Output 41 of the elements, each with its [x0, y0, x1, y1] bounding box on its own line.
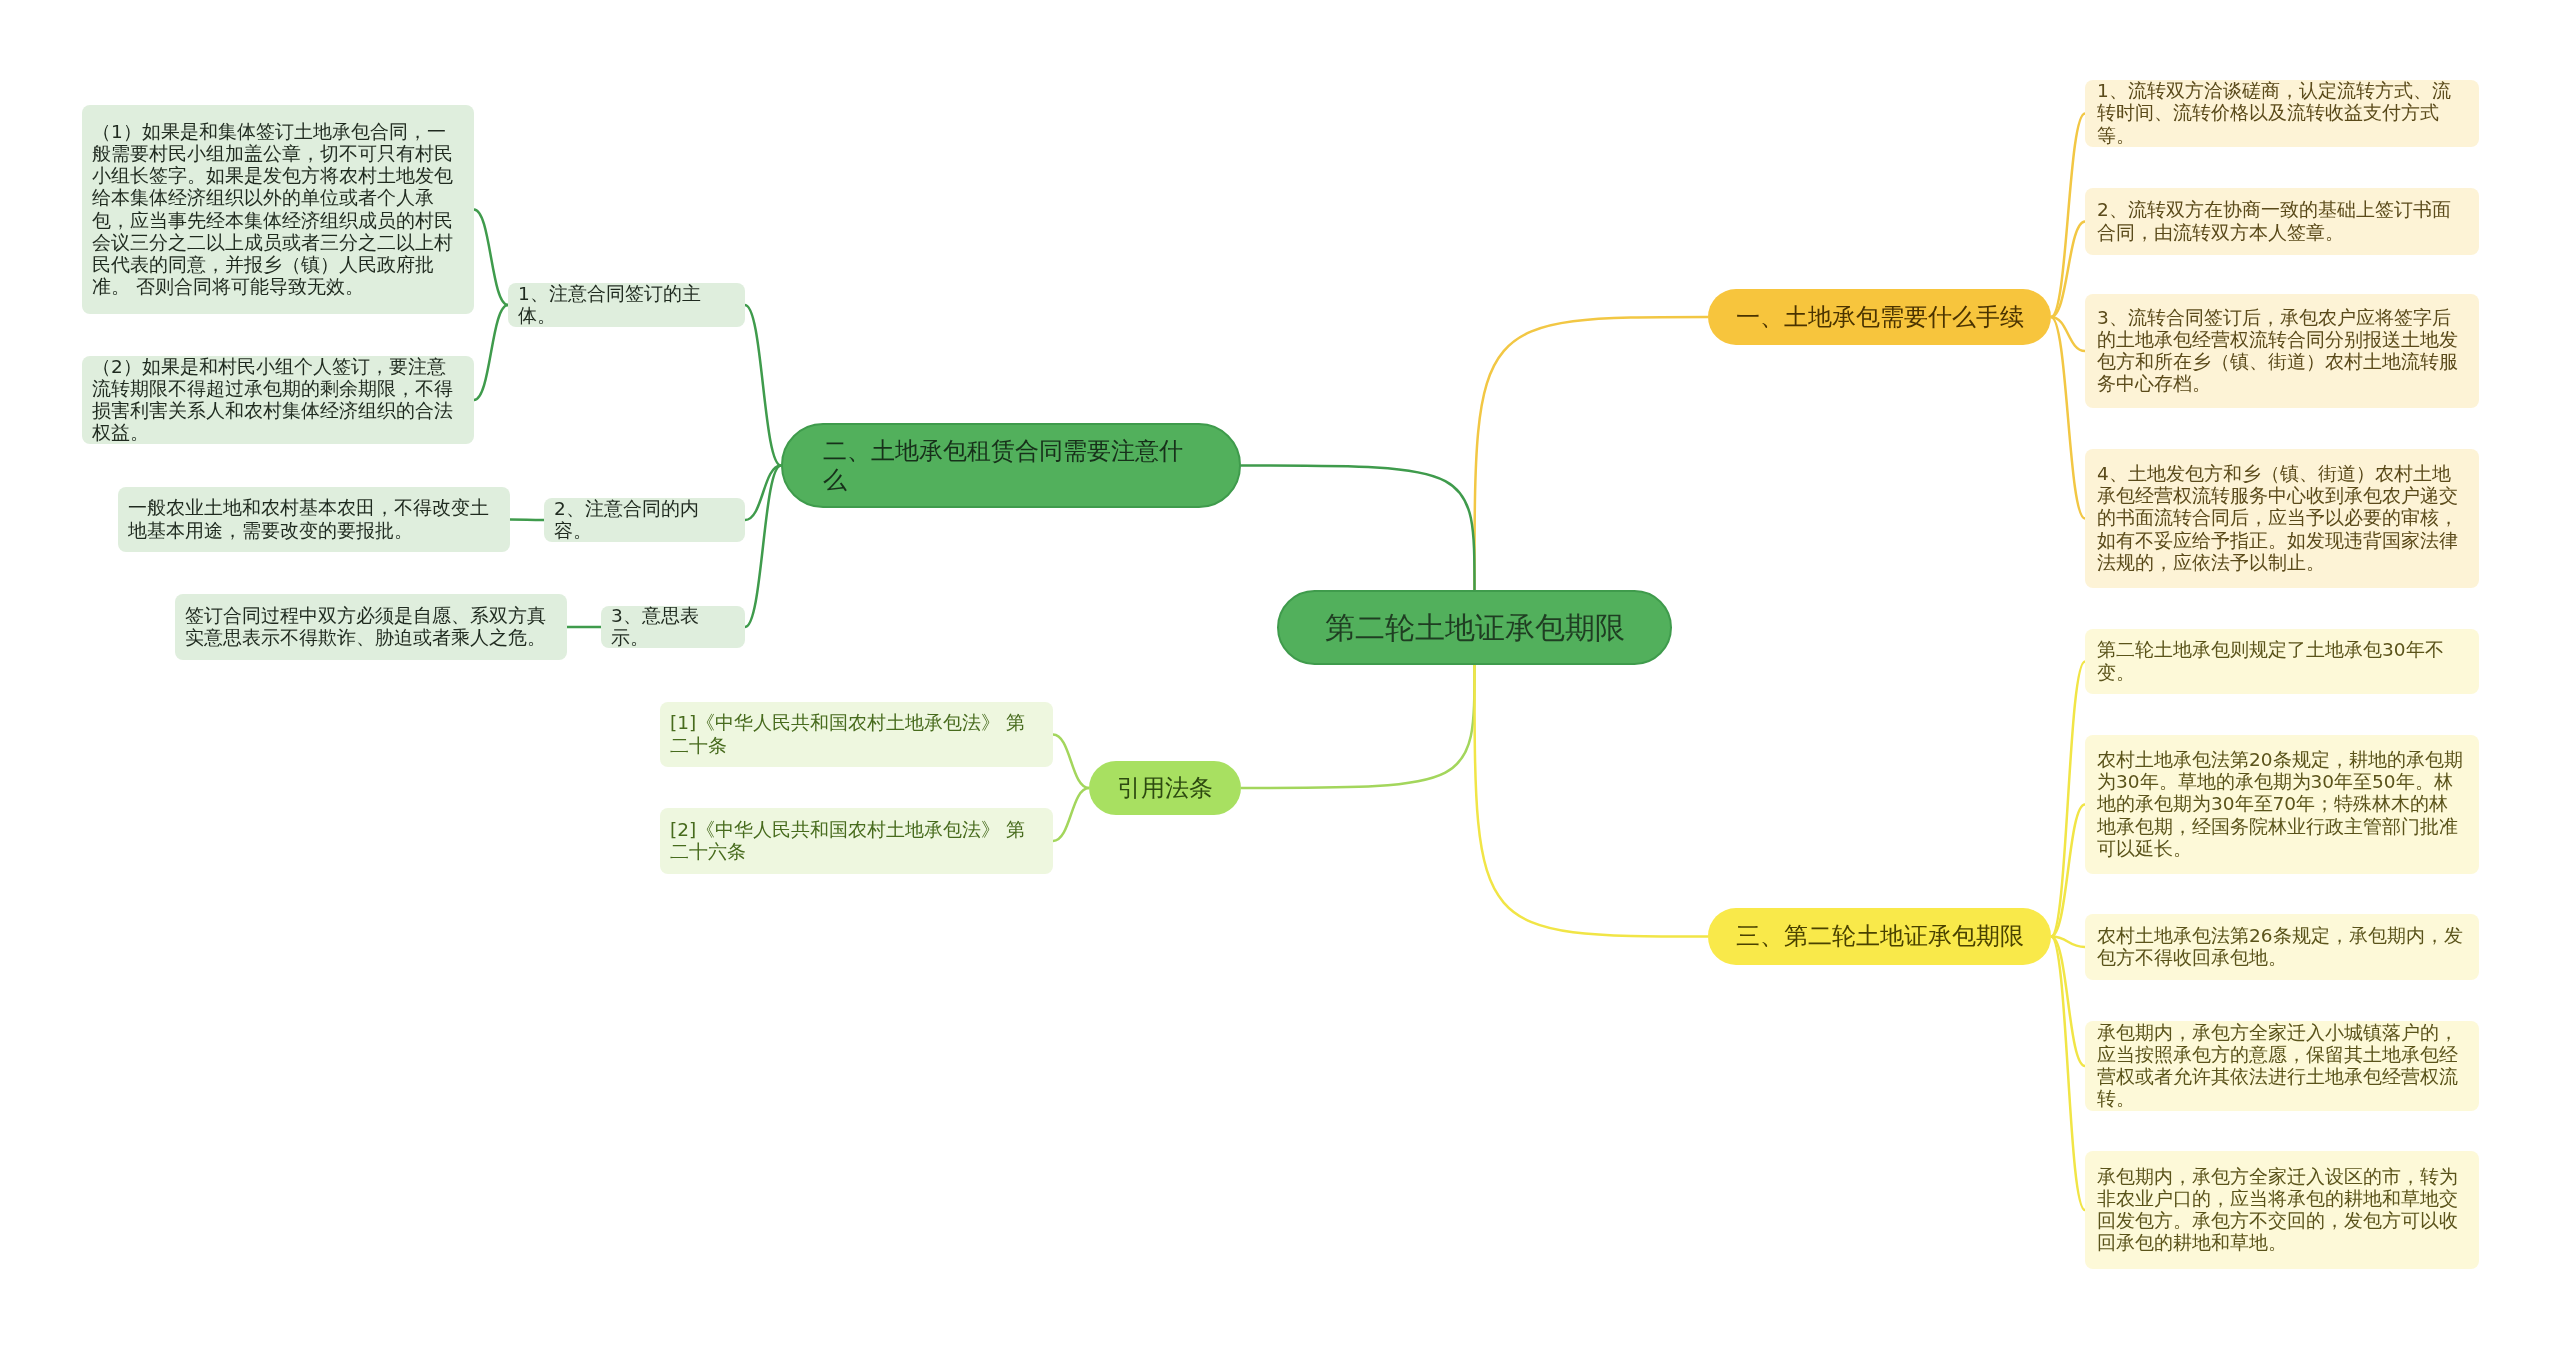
text-card: 承包期内，承包方全家迁入小城镇落户的，应当按照承包方的意愿，保留其土地承包经营权或者允许其依法进行土地承包经营权流转。 [2085, 1021, 2479, 1111]
text-card: 第二轮土地承包则规定了土地承包30年不变。 [2085, 629, 2479, 694]
text-card: 2、注意合同的内容。 [544, 498, 745, 542]
connector-line [510, 518, 544, 522]
text-card: （2）如果是和村民小组个人签订，要注意流转期限不得超过承包期的剩余期限，不得损害利害关系人和农村集体经济组织的合法权益。 [82, 356, 474, 444]
connector-line [2050, 935, 2086, 1211]
connector-line [1473, 665, 1708, 938]
connector-line [2050, 935, 2086, 1068]
connector-line [1241, 464, 1476, 590]
text-card: 一般农业土地和农村基本农田，不得改变土地基本用途，需要改变的要报批。 [118, 487, 510, 552]
connector-line [473, 303, 509, 402]
topic-box: 二、土地承包租赁合同需要注意什么 [781, 423, 1241, 508]
text-card: 4、土地发包方和乡（镇、街道）农村土地承包经营权流转服务中心收到承包农户递交的书面流转合同后，应当予以必要的审核，如有不妥应给予指正。如发现违背国家法律法规的，应依法予以制止。 [2085, 449, 2479, 588]
text-card: [2]《中华人民共和国农村土地承包法》 第二十六条 [660, 808, 1053, 874]
text-card: [1]《中华人民共和国农村土地承包法》 第二十条 [660, 702, 1053, 767]
topic-box: 一、土地承包需要什么手续 [1708, 289, 2051, 345]
topic-box: 引用法条 [1089, 761, 1241, 815]
text-card: （1）如果是和集体签订土地承包合同，一般需要村民小组加盖公章，切不可只有村民小组长签字。如果是发包方将农村土地发包给本集体经济组织以外的单位或者个人承包，应当事先经本集体经济组织成员的村民会议三分之二以上成员或者三分之二以上村民代表的同意，并报乡（镇）人民政府批准。 否则合同将可能导致无效。 [82, 105, 474, 314]
connector-line [2050, 316, 2086, 520]
text-card: 3、流转合同签订后，承包农户应将签字后的土地承包经营权流转合同分别报送土地发包方和所在乡（镇、街道）农村土地流转服务中心存档。 [2085, 294, 2479, 408]
connector-line [2050, 660, 2086, 938]
text-card: 1、流转双方洽谈磋商，认定流转方式、流转时间、流转价格以及流转收益支付方式等。 [2085, 80, 2479, 147]
connector-line [473, 208, 509, 307]
text-card: 承包期内，承包方全家迁入设区的市，转为非农业户口的，应当将承包的耕地和草地交回发包方。承包方不交回的，发包方可以收回承包的耕地和草地。 [2085, 1151, 2479, 1269]
connector-line [1052, 733, 1090, 790]
text-card: 2、流转双方在协商一致的基础上签订书面合同，由流转双方本人签章。 [2085, 188, 2479, 255]
text-card: 农村土地承包法第20条规定，耕地的承包期为30年。草地的承包期为30年至50年。林地的承包期为30年至70年；特殊林木的林地承包期，经国务院林业行政主管部门批准可以延长。 [2085, 735, 2479, 874]
connector-line [2050, 803, 2086, 938]
connector-line [2050, 220, 2086, 319]
connector-line [2050, 112, 2086, 318]
connector-line [744, 464, 782, 628]
topic-box: 三、第二轮土地证承包期限 [1708, 908, 2051, 965]
text-card: 签订合同过程中双方必须是自愿、系双方真实意思表示不得欺诈、胁迫或者乘人之危。 [175, 594, 567, 660]
connector-line [2050, 315, 2086, 353]
connector-line [744, 304, 782, 467]
connector-line [567, 625, 601, 629]
central-topic: 第二轮土地证承包期限 [1277, 590, 1672, 665]
text-card: 1、注意合同签订的主体。 [508, 283, 745, 327]
text-card: 3、意思表示。 [601, 606, 745, 648]
text-card: 农村土地承包法第26条规定，承包期内，发包方不得收回承包地。 [2085, 914, 2479, 980]
connector-line [1052, 786, 1090, 843]
